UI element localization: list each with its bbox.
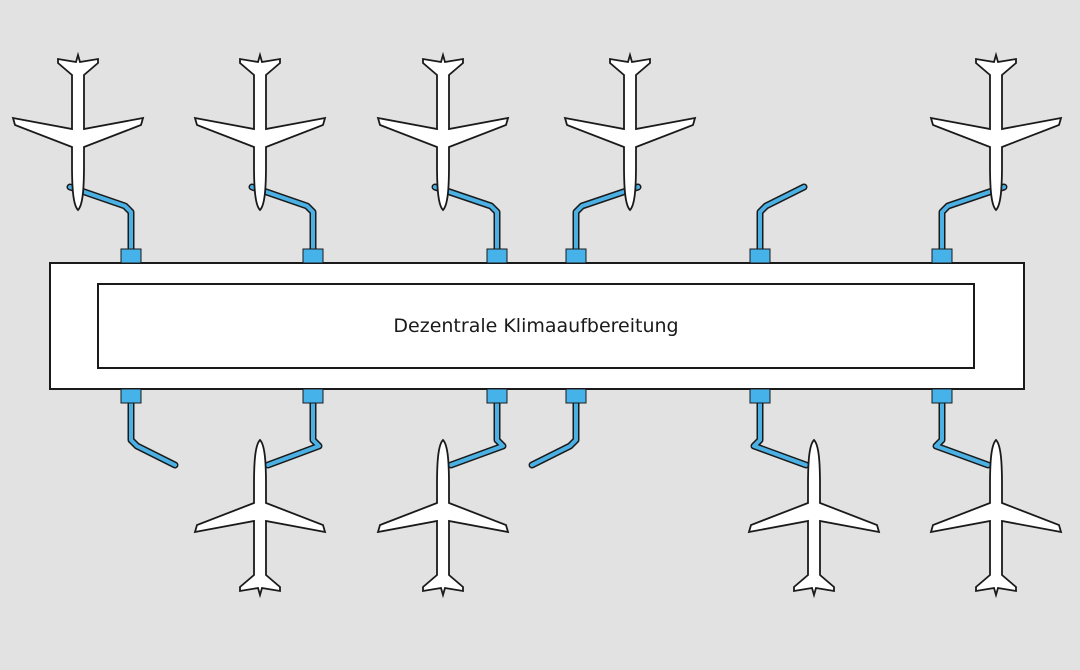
- unit-layer: [120, 248, 953, 404]
- ac-unit-bottom-6: [931, 388, 953, 404]
- duct-layer: [66, 183, 1008, 469]
- bridge-duct-top-2: [250, 185, 315, 253]
- ac-unit-top-5: [749, 248, 771, 264]
- bridge-duct-top-3: [433, 185, 499, 253]
- aircraft-top-2: [194, 54, 326, 211]
- ac-unit-top-3: [486, 248, 508, 264]
- bridge-duct-bottom-3: [449, 399, 505, 467]
- bridge-duct-bottom-1: [129, 399, 177, 467]
- bridge-duct-bottom-4: [530, 399, 578, 467]
- ac-unit-bottom-2: [302, 388, 324, 404]
- ac-unit-bottom-1: [120, 388, 142, 404]
- ac-unit-top-2: [302, 248, 324, 264]
- aircraft-top-1: [12, 54, 144, 211]
- bridge-duct-bottom-2: [266, 399, 321, 467]
- bridge-duct-top-1: [68, 185, 133, 253]
- ac-unit-top-6: [931, 248, 953, 264]
- ac-unit-top-1: [120, 248, 142, 264]
- bridge-duct-bottom-5: [752, 399, 808, 467]
- aircraft-bottom-6: [930, 439, 1062, 596]
- bridge-duct-top-4: [574, 185, 640, 253]
- bridge-duct-top-6: [940, 185, 1006, 253]
- aircraft-top-3: [377, 54, 509, 211]
- ac-unit-top-4: [565, 248, 587, 264]
- bridge-duct-top-5: [758, 185, 806, 253]
- ac-unit-bottom-3: [486, 388, 508, 404]
- air-conditioning-box: [97, 283, 975, 369]
- aircraft-bottom-5: [748, 439, 880, 596]
- aircraft-bottom-3: [377, 439, 509, 596]
- bridge-duct-bottom-6: [934, 399, 990, 467]
- aircraft-top-4: [564, 54, 696, 211]
- aircraft-bottom-2: [194, 439, 326, 596]
- ac-unit-bottom-5: [749, 388, 771, 404]
- ac-unit-bottom-4: [565, 388, 587, 404]
- aircraft-top-6: [930, 54, 1062, 211]
